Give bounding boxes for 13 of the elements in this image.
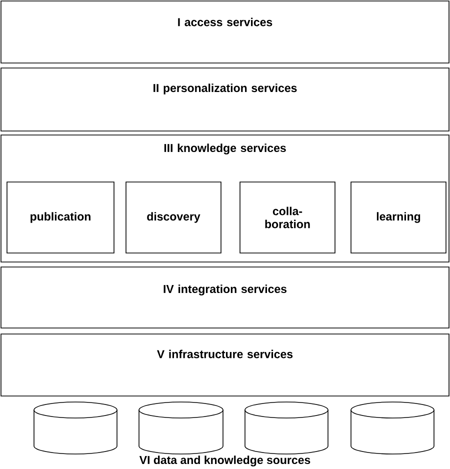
service-box: publication: [6, 182, 114, 254]
service-layer-band: II personalization services: [0, 68, 450, 132]
service-layer-band: I access services: [0, 0, 450, 64]
service-layer-band: IV integration services: [0, 266, 450, 328]
database-cylinder: [350, 402, 434, 454]
service-box: colla-boration: [240, 182, 336, 254]
database-cylinder: [138, 402, 224, 454]
service-box: learning: [350, 182, 446, 254]
database-cylinder: [244, 402, 328, 454]
service-box: discovery: [126, 182, 222, 254]
service-layer-band: V infrastructure services: [0, 334, 450, 396]
caption-text: VI data and knowledge sources: [139, 456, 310, 466]
database-cylinder: [34, 402, 118, 454]
